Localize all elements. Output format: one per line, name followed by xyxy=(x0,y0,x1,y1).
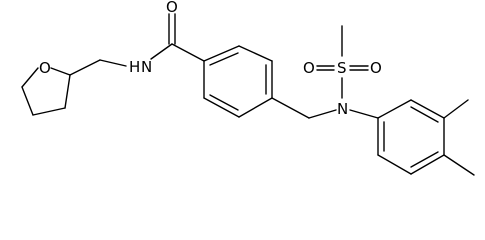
atom-s-sulfonyl: S xyxy=(337,59,347,77)
bond-ring-benzyl xyxy=(271,97,310,119)
atom-n-sulfonamide: N xyxy=(337,100,348,118)
bond-methyl-upper xyxy=(443,99,469,119)
bond-aryl-4-inner xyxy=(410,151,439,168)
bond-aryl-4 xyxy=(410,154,445,175)
bond-aryl-1 xyxy=(377,99,412,119)
atom-o-sulfonyl-right: O xyxy=(370,59,382,77)
bond-ring-c2-c3 xyxy=(64,74,71,109)
bond-benzene-2 xyxy=(238,45,273,62)
bond-nh-carbonyl xyxy=(150,43,173,60)
atom-labels: O N H O S O O N xyxy=(39,0,382,118)
bond-ring-c4-c5 xyxy=(21,86,34,116)
atom-o-sulfonyl-left: O xyxy=(303,59,315,77)
bond-benzene-5-inner xyxy=(209,94,239,111)
bond-aryl-5 xyxy=(377,154,412,175)
bond-benzyl-n xyxy=(308,109,337,119)
atom-h-amide: H xyxy=(129,58,140,76)
bond-carbonyl-ring xyxy=(171,43,205,62)
bond-benzene-4 xyxy=(238,97,273,118)
bond-ch2-nh xyxy=(99,59,127,67)
bond-ring-c3-c4 xyxy=(32,107,66,116)
atom-n-amide: N xyxy=(141,58,152,76)
bond-ring-ch2 xyxy=(69,59,101,76)
bond-ring-c5-o xyxy=(21,67,39,88)
bond-methyl-lower xyxy=(443,154,475,176)
bond-benzene-1 xyxy=(203,45,240,62)
bond-n-aryl xyxy=(349,109,379,119)
atom-o-carbonyl: O xyxy=(166,0,178,16)
bond-aryl-2-inner xyxy=(410,106,439,123)
molecule-structure: O N H O S O O N xyxy=(21,0,475,176)
bonds xyxy=(21,13,475,176)
bond-ring-o-c2 xyxy=(50,67,71,76)
atom-o-ring: O xyxy=(39,59,51,77)
bond-aryl-2 xyxy=(410,99,445,119)
bond-benzene-1-inner xyxy=(209,52,239,66)
bond-benzene-5 xyxy=(203,97,240,118)
